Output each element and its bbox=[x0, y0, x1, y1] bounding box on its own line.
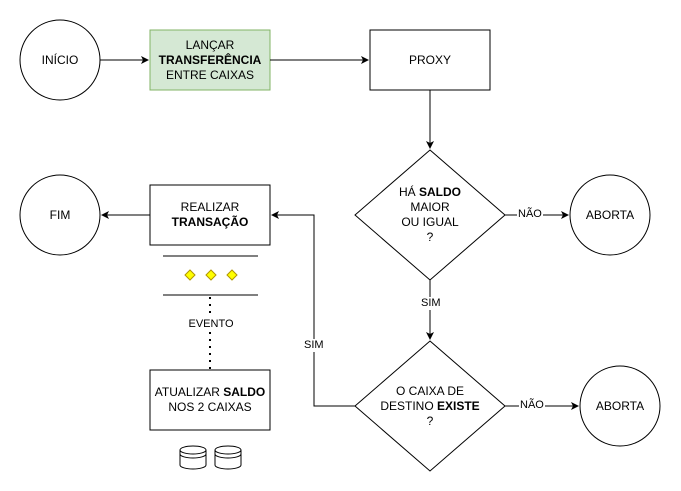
end-text: FIM bbox=[49, 207, 71, 222]
database-icon-2 bbox=[214, 445, 242, 470]
queue-item-diamond-3 bbox=[226, 269, 238, 281]
destination-line-2: DESTINO EXISTE bbox=[380, 399, 479, 414]
proxy-text: PROXY bbox=[408, 52, 451, 67]
abort-label-1: ABORTA bbox=[570, 200, 650, 230]
edge-label-yes-2: SIM bbox=[303, 339, 325, 352]
launch-line-3: ENTRE CAIXAS bbox=[165, 67, 255, 82]
end-node bbox=[19, 174, 101, 256]
proxy-node bbox=[369, 29, 491, 91]
edge-label-no-2: NÃO bbox=[519, 399, 545, 412]
balance-pre: HÁ bbox=[398, 185, 419, 199]
destination-line-3: ? bbox=[426, 413, 434, 428]
update-line-1: ATUALIZAR SALDO bbox=[155, 385, 265, 400]
abort-node-2 bbox=[579, 365, 661, 447]
perform-transaction-label: REALIZAR TRANSAÇÃO bbox=[150, 185, 270, 245]
abort-node-1 bbox=[569, 174, 651, 256]
abort-text-2: ABORTA bbox=[595, 398, 645, 413]
balance-line-3: OU IGUAL bbox=[401, 215, 459, 229]
abort-text-1: ABORTA bbox=[585, 207, 635, 222]
balance-decision-label: HÁ SALDO MAIOR OU IGUAL ? bbox=[380, 180, 480, 250]
queue-item-diamond-2 bbox=[205, 269, 217, 281]
proxy-label: PROXY bbox=[370, 30, 490, 90]
destination-bold: EXISTE bbox=[436, 398, 480, 413]
edge-label-yes-1: SIM bbox=[420, 297, 442, 310]
end-label: FIM bbox=[20, 200, 100, 230]
database-icon-1 bbox=[179, 445, 207, 470]
launch-transfer-label: LANÇAR TRANSFERÊNCIA ENTRE CAIXAS bbox=[150, 30, 270, 90]
destination-decision-node bbox=[354, 340, 506, 472]
destination-decision-label: O CAIXA DE DESTINO EXISTE ? bbox=[370, 381, 490, 431]
update-line-2: NOS 2 CAIXAS bbox=[168, 400, 252, 414]
update-balance-node bbox=[149, 369, 271, 431]
abort-label-2: ABORTA bbox=[580, 391, 660, 421]
edge-label-no-1: NÃO bbox=[517, 208, 543, 221]
balance-line-2: MAIOR bbox=[410, 200, 450, 214]
update-balance-label: ATUALIZAR SALDO NOS 2 CAIXAS bbox=[150, 370, 270, 430]
balance-line-1: HÁ SALDO bbox=[399, 185, 461, 200]
launch-line-1: LANÇAR bbox=[185, 37, 235, 52]
update-pre: ATUALIZAR bbox=[154, 385, 224, 399]
launch-transfer-node bbox=[149, 29, 271, 91]
balance-bold: SALDO bbox=[419, 185, 461, 199]
edge-destination-yes bbox=[271, 211, 355, 407]
destination-line-1: O CAIXA DE bbox=[395, 383, 465, 398]
start-label: INÍCIO bbox=[20, 45, 100, 75]
update-bold: SALDO bbox=[223, 385, 266, 399]
event-label: EVENTO bbox=[180, 318, 242, 331]
launch-line-2: TRANSFERÊNCIA bbox=[158, 52, 262, 67]
destination-pre: DESTINO bbox=[380, 398, 437, 413]
transaction-line-1: REALIZAR bbox=[180, 200, 240, 214]
queue-item-diamond-1 bbox=[184, 269, 196, 281]
transaction-line-2: TRANSAÇÃO bbox=[171, 215, 249, 229]
balance-line-4: ? bbox=[426, 230, 434, 244]
start-text: INÍCIO bbox=[41, 52, 79, 67]
